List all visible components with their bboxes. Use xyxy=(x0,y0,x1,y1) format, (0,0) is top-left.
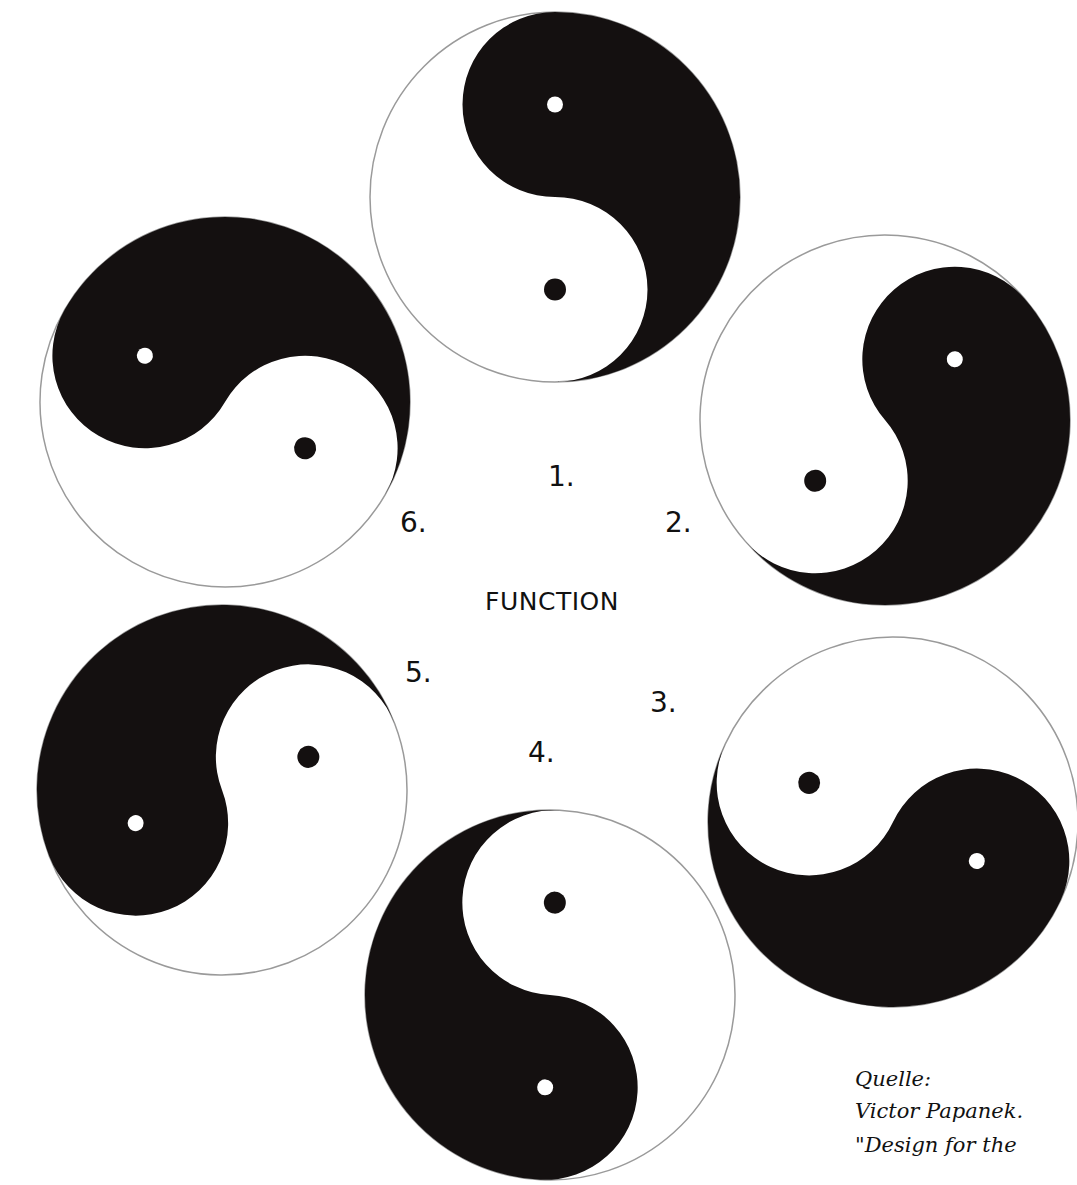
callout-number: 2. xyxy=(665,508,692,539)
source-note: Quelle: xyxy=(855,1068,931,1091)
callout-number: 3. xyxy=(650,688,677,719)
yin-yang-1 xyxy=(370,12,740,382)
callout-number: 5. xyxy=(405,658,432,689)
callout-number: 1. xyxy=(548,462,575,493)
source-note: Victor Papanek. xyxy=(855,1100,1023,1123)
yin-yang-5 xyxy=(0,551,461,1029)
yin-yang-6 xyxy=(0,149,478,654)
center-title: FUNCTION xyxy=(485,588,619,616)
callout-number: 4. xyxy=(528,738,555,769)
yin-yang-4 xyxy=(356,801,745,1185)
yin-yang-2 xyxy=(624,159,1077,681)
source-note: "Design for the xyxy=(855,1134,1017,1157)
callout-number: 6. xyxy=(400,508,427,539)
